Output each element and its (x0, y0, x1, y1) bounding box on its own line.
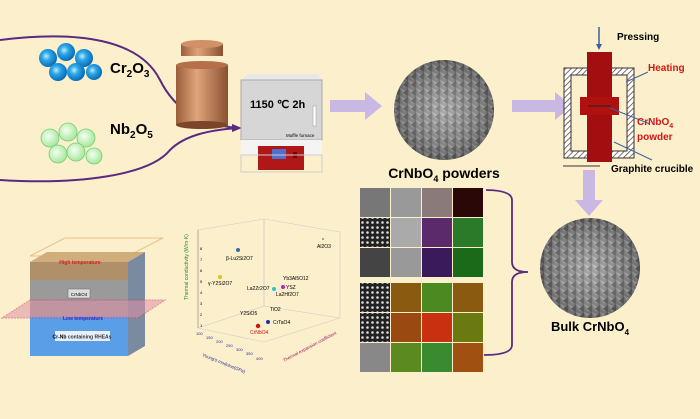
powder-label-2: powder (637, 132, 673, 143)
pressing-label: Pressing (617, 32, 659, 43)
svg-text:3: 3 (200, 301, 203, 306)
svg-text:250: 250 (226, 343, 233, 348)
svg-text:100: 100 (196, 331, 203, 336)
crucible-label: Graphite crucible (611, 164, 694, 175)
svg-text:La2Zr2O7: La2Zr2O7 (247, 286, 270, 292)
arrow-right-icon (330, 92, 382, 120)
svg-text:5: 5 (200, 279, 203, 284)
svg-text:Young's modulus(GPa): Young's modulus(GPa) (202, 352, 247, 374)
svg-text:1: 1 (200, 323, 203, 328)
substrate-label: Cr-Nb containing RHEAs (53, 335, 112, 341)
mixing-curve-bottom (0, 127, 239, 183)
low-temperature-label: Low temperature (63, 316, 104, 322)
powders-label: CrNbO4 powders (388, 165, 500, 184)
arrow-head-icon (232, 124, 242, 132)
svg-text:200: 200 (216, 339, 223, 344)
svg-text:2: 2 (200, 312, 203, 317)
svg-text:TiO2: TiO2 (270, 307, 281, 313)
microscopy-panels-top (360, 188, 486, 278)
coating-layer-label: CrNbO4 (71, 292, 88, 297)
furnace-label: Muffle furnace (286, 133, 315, 138)
svg-text:YSZ: YSZ (286, 285, 296, 291)
svg-text:350: 350 (246, 351, 253, 356)
nb2o5-label: Nb2O5 (110, 121, 153, 141)
muffle-furnace (240, 74, 323, 173)
furnace-condition: 1150 ℃ 2h (250, 99, 305, 111)
svg-text:4: 4 (200, 290, 203, 295)
heating-label: Heating (648, 63, 685, 74)
crucible-icon (176, 40, 228, 129)
high-temperature-label: High temperature (59, 260, 101, 266)
arrow-down-icon (575, 170, 603, 216)
svg-text:400: 400 (256, 356, 263, 361)
bracket (483, 189, 529, 356)
svg-text:Yb3Al5O12: Yb3Al5O12 (283, 276, 309, 282)
arrow-right-icon (512, 92, 572, 120)
sps-die-diagram (563, 27, 653, 167)
svg-text:7: 7 (200, 257, 203, 262)
svg-text:Thermal expansion coefficient: Thermal expansion coefficient (282, 330, 338, 363)
svg-text:γ-Y2Si2O7: γ-Y2Si2O7 (208, 281, 232, 287)
svg-text:6: 6 (200, 268, 203, 273)
svg-text:CrTaO4: CrTaO4 (273, 320, 290, 326)
svg-text:Thermal conductivity (W/m·K): Thermal conductivity (W/m·K) (184, 234, 190, 300)
svg-text:β-Lu2Si2O7: β-Lu2Si2O7 (226, 256, 253, 262)
svg-text:300: 300 (236, 347, 243, 352)
cr2o3-label: Cr2O3 (110, 60, 150, 80)
svg-text:150: 150 (206, 335, 213, 340)
svg-text:Y2SiO5: Y2SiO5 (240, 311, 257, 317)
svg-text:8: 8 (200, 246, 203, 251)
bulk-label: Bulk CrNbO4 (551, 319, 630, 337)
property-scatter-plot: Thermal conductivity (W/m·K) Young's mod… (184, 218, 341, 374)
cr2o3-particles (39, 43, 102, 81)
svg-text:CrNbO4: CrNbO4 (250, 330, 269, 336)
svg-text:Al2O3: Al2O3 (317, 244, 331, 250)
svg-text:La2Hf2O7: La2Hf2O7 (276, 292, 299, 298)
microscopy-panels-bottom (360, 283, 483, 372)
powder-label: CrNbO4 (637, 117, 673, 130)
nb2o5-particles (40, 122, 103, 165)
